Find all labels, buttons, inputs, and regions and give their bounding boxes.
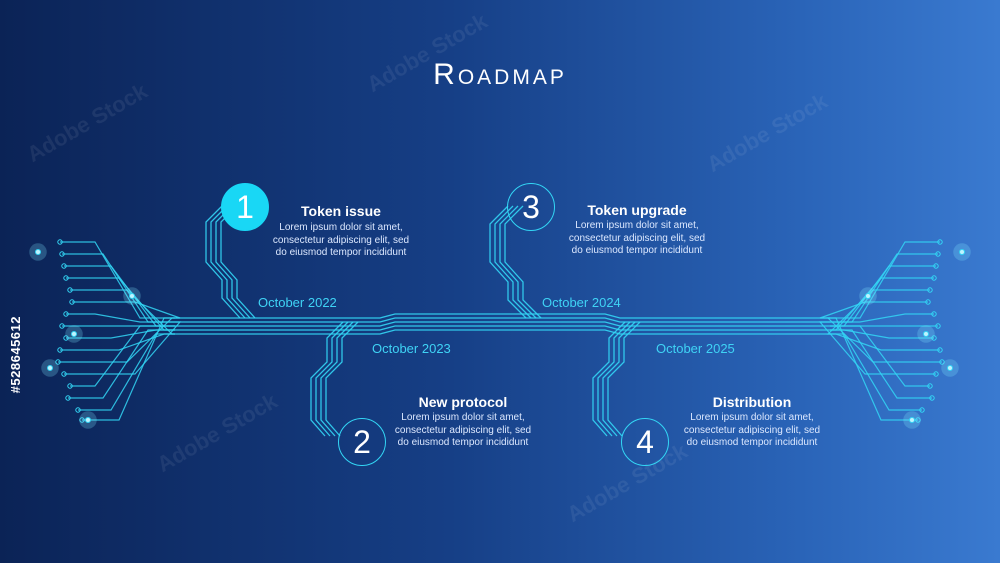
circuit-right-trace — [826, 289, 930, 335]
milestone-2-branch — [320, 321, 354, 437]
milestone-3-date: October 2024 — [542, 295, 621, 310]
circuit-left-trace — [64, 321, 182, 375]
circuit-right-trace — [830, 253, 938, 323]
circuit-node — [65, 395, 71, 401]
circuit-node — [63, 275, 69, 281]
circuit-right-trace — [830, 317, 918, 421]
circuit-node — [947, 365, 953, 371]
circuit-node — [79, 417, 85, 423]
circuit-node — [935, 251, 941, 257]
milestone-2-title: New protocol — [418, 394, 508, 410]
milestone-2-branch — [325, 321, 359, 437]
milestone-4-branch — [607, 321, 641, 437]
circuit-node — [937, 347, 943, 353]
circuit-left-trace — [68, 329, 175, 399]
milestone-2-number: 2 — [338, 418, 386, 466]
milestone-2-date: October 2023 — [372, 341, 451, 356]
circuit-node — [935, 323, 941, 329]
circuit-node — [909, 417, 915, 423]
circuit-node — [57, 239, 63, 245]
circuit-node — [75, 407, 81, 413]
circuit-node — [931, 275, 937, 281]
milestone-4-branch — [592, 321, 626, 437]
circuit-node — [69, 299, 75, 305]
circuit-node — [959, 249, 965, 255]
circuit-node — [933, 263, 939, 269]
circuit-node — [927, 287, 933, 293]
circuit-node — [129, 293, 135, 299]
circuit-node — [57, 347, 63, 353]
circuit-left-trace — [78, 333, 175, 411]
circuit-node — [919, 407, 925, 413]
milestone-3-title: Token upgrade — [587, 202, 687, 218]
circuit-node — [85, 417, 91, 423]
circuit-node — [937, 239, 943, 245]
circuit-left-trace — [60, 241, 175, 319]
milestone-1-description: Lorem ipsum dolor sit amet, consectetur … — [272, 222, 410, 258]
circuit-node — [63, 311, 69, 317]
circuit-node — [67, 383, 73, 389]
circuit-node — [55, 359, 61, 365]
milestone-4-number: 4 — [621, 418, 669, 466]
circuit-left-trace — [82, 317, 175, 421]
milestone-4-branch — [597, 321, 631, 437]
circuit-right-trace — [819, 301, 928, 319]
circuit-bus-trace — [175, 317, 830, 323]
circuit-node — [71, 331, 77, 337]
milestone-4-date: October 2025 — [656, 341, 735, 356]
milestone-3-branch — [499, 205, 537, 319]
circuit-right-trace — [830, 313, 934, 323]
circuit-node — [35, 249, 41, 255]
circuit-bus-trace — [175, 313, 830, 319]
milestone-1-title: Token issue — [301, 203, 381, 219]
page-title: Roadmap — [433, 58, 567, 91]
milestone-3-branch — [494, 205, 532, 319]
circuit-right-trace — [818, 321, 936, 375]
milestone-4-branch — [602, 321, 636, 437]
milestone-2-branch — [310, 321, 344, 437]
milestone-4-description: Lorem ipsum dolor sit amet, consectetur … — [683, 412, 821, 448]
circuit-node — [931, 335, 937, 341]
milestone-2-description: Lorem ipsum dolor sit amet, consectetur … — [394, 412, 532, 448]
circuit-node — [59, 323, 65, 329]
circuit-left-trace — [64, 265, 175, 327]
circuit-node — [865, 293, 871, 299]
milestone-2-branch — [315, 321, 349, 437]
circuit-node — [63, 335, 69, 341]
milestone-3-description: Lorem ipsum dolor sit amet, consectetur … — [568, 220, 706, 256]
milestone-3-number: 3 — [507, 183, 555, 231]
circuit-left-trace — [62, 253, 175, 323]
circuit-right-trace — [826, 317, 942, 363]
milestone-4-title: Distribution — [712, 394, 792, 410]
circuit-node — [933, 371, 939, 377]
milestone-3-branch — [504, 205, 542, 319]
circuit-node — [61, 371, 67, 377]
circuit-node — [923, 331, 929, 337]
circuit-node — [931, 311, 937, 317]
circuit-right-trace — [830, 333, 922, 411]
circuit-node — [59, 251, 65, 257]
circuit-node — [925, 299, 931, 305]
circuit-node — [67, 287, 73, 293]
milestone-1-date: October 2022 — [258, 295, 337, 310]
circuit-right-trace — [830, 325, 930, 387]
milestone-1-number: 1 — [221, 183, 269, 231]
stock-id-label: #528645612 — [8, 316, 23, 394]
circuit-node — [939, 359, 945, 365]
circuit-node — [61, 263, 67, 269]
milestone-1-branch — [210, 205, 246, 319]
circuit-node — [929, 395, 935, 401]
circuit-node — [915, 417, 921, 423]
circuit-node — [47, 365, 53, 371]
circuit-node — [927, 383, 933, 389]
circuit-left-trace — [72, 301, 181, 319]
circuit-left-trace — [70, 325, 175, 387]
milestone-1-branch — [205, 205, 241, 319]
milestone-1-branch — [215, 205, 251, 319]
milestone-3-branch — [489, 205, 527, 319]
circuit-bus-trace — [175, 321, 830, 327]
circuit-left-trace — [66, 313, 175, 323]
